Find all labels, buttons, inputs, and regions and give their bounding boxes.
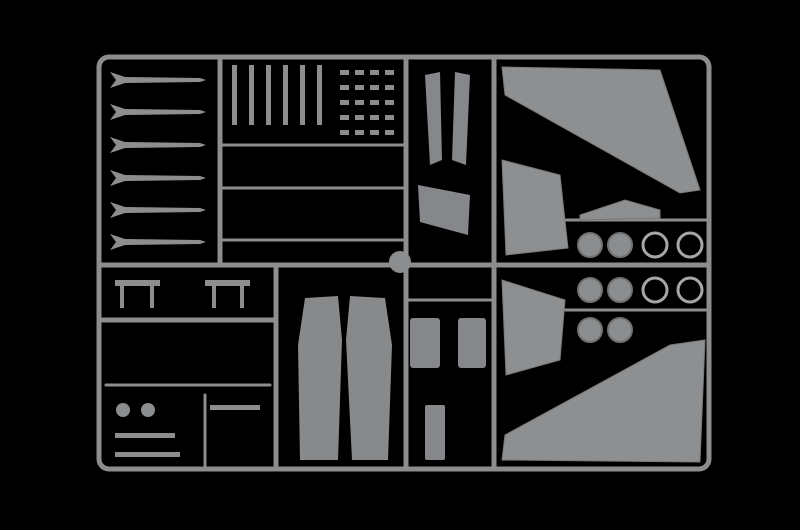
pylon-part [317, 65, 322, 125]
wheel-hub-part [607, 232, 633, 258]
small-part [340, 70, 349, 75]
pylon-part [232, 65, 237, 125]
missile-part [110, 137, 206, 153]
small-part [340, 130, 349, 135]
small-part [355, 100, 364, 105]
small-part [355, 130, 364, 135]
small-part [370, 100, 379, 105]
small-part [340, 85, 349, 90]
missile-parts [110, 72, 206, 250]
small-part [385, 130, 394, 135]
upper-center-parts [410, 72, 486, 460]
missile-part [110, 104, 206, 120]
small-part [370, 130, 379, 135]
small-part [355, 115, 364, 120]
wing-parts [501, 66, 706, 463]
small-part [340, 100, 349, 105]
pylon-part [300, 65, 305, 125]
intake-parts [298, 296, 392, 460]
missile-part [110, 72, 206, 88]
small-part [385, 70, 394, 75]
lower-left-parts [115, 280, 260, 457]
sprue-hub [389, 251, 411, 273]
sprue-frame [96, 54, 712, 472]
missile-part [110, 234, 206, 250]
small-part [340, 115, 349, 120]
wheel-hub-part [577, 277, 603, 303]
tire-part [641, 231, 669, 259]
small-parts-top [232, 65, 394, 135]
wheel-parts [577, 231, 704, 343]
pylon-part [266, 65, 271, 125]
tire-part [641, 276, 669, 304]
small-part [370, 70, 379, 75]
tire-part [676, 231, 704, 259]
missile-part [110, 170, 206, 186]
wheel-hub-part [607, 317, 633, 343]
missile-part [110, 202, 206, 218]
wheel-hub-part [577, 232, 603, 258]
small-part [355, 85, 364, 90]
small-part [385, 100, 394, 105]
small-part [370, 85, 379, 90]
small-part [385, 115, 394, 120]
small-part [355, 70, 364, 75]
small-part [370, 115, 379, 120]
pylon-part [283, 65, 288, 125]
wheel-hub-part [577, 317, 603, 343]
small-part [385, 85, 394, 90]
tire-part [676, 276, 704, 304]
wheel-hub-part [607, 277, 633, 303]
pylon-part [249, 65, 254, 125]
